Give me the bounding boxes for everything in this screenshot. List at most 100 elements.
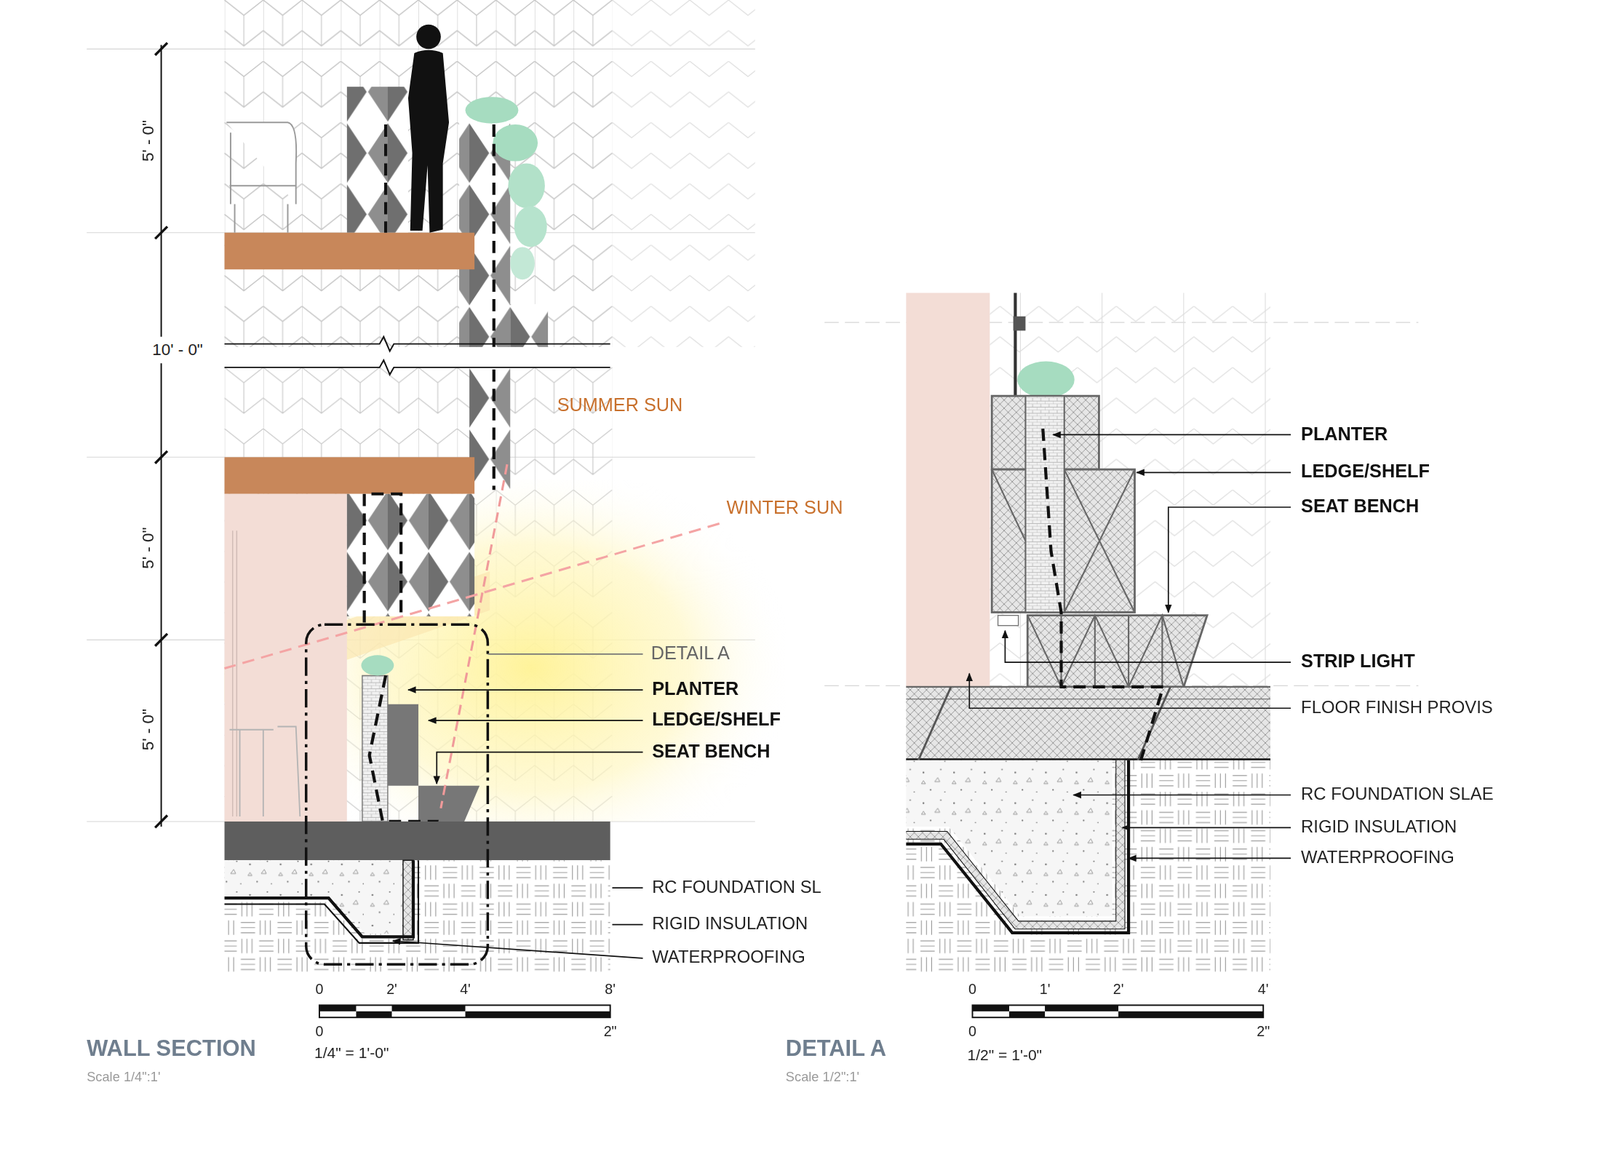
detail-illustration [1025,395,1064,612]
upper-level [514,205,548,247]
scale-number: 2" [1256,1023,1270,1040]
dimension-line [154,633,168,647]
detail-illustration [905,698,1271,700]
foundation [224,860,414,937]
dimension-line [154,42,168,56]
dimension-line [154,451,168,464]
leader-lines [1136,471,1291,473]
scale-number: 0 [968,982,977,999]
lower-level [418,785,480,822]
detail-illustration [1013,316,1026,332]
part-label: STRIP LIGHT [1300,651,1416,673]
detail-callout [306,624,489,965]
leader-lines [1004,630,1291,663]
leader-lines [611,924,643,926]
scale-number: 2" [603,1023,618,1040]
lower-level [360,654,394,676]
detail-callout [306,624,489,965]
detail-illustration [905,686,1271,761]
upper-level [224,456,476,494]
part-label: LEDGE/SHELF [651,710,781,731]
detail-illustration [905,760,1271,975]
detail-illustration [905,686,1271,688]
part-label: WATERPROOFING [651,948,806,968]
upper-level [408,50,449,233]
scale-bar [355,1011,392,1018]
lower-level [224,494,348,822]
scale-number: 2' [386,982,398,999]
scale-bar [972,1004,1264,1018]
foundation [403,860,414,940]
detail-illustration [905,760,1129,933]
sun-label: SUMMER SUN [557,395,684,417]
lower-level [364,494,401,623]
scale-bar [1118,1011,1264,1018]
lower-level [232,530,238,817]
scale-number: 1' [1039,982,1051,999]
scale-bar [1044,1004,1119,1011]
detail-illustration [1013,292,1017,398]
scale-bar [972,1004,1264,1018]
part-label: RC FOUNDATION SLAE [1300,785,1494,805]
lower-level [387,704,419,786]
upper-level [224,24,549,495]
detail-illustration [905,292,990,687]
leader-lines [1128,857,1291,860]
drawing-title: WALL SECTION [86,1036,257,1062]
dimension-line [154,42,168,828]
upper-level [224,232,476,270]
detail-illustration [1042,428,1163,761]
part-label: WATERPROOFING [1300,848,1455,868]
scale-number: 0 [315,1023,324,1040]
part-label: FLOOR FINISH PROVIS [1300,698,1494,718]
scale-number: 8' [604,982,616,999]
lower-level [362,675,388,822]
dimension-text: 5' - 0" [138,527,158,569]
scale-bar [1009,1011,1045,1018]
sun-glow [224,479,786,822]
dimension-line [160,45,163,337]
callout-label: DETAIL A [651,643,730,665]
leader-lines [392,940,644,959]
upper-level [492,124,538,161]
upper-level [385,124,495,490]
detail-illustration [998,615,1019,626]
scale-number: 4' [459,982,471,999]
dimension-line [154,226,168,239]
scale-number: 0 [968,1023,977,1040]
facade-grid [224,0,613,348]
part-label: PLANTER [1300,424,1388,446]
upper-level [416,24,441,50]
part-label: SEAT BENCH [1300,496,1419,518]
scale-bar [319,1004,611,1018]
lower-level [347,494,475,617]
scale-text: 1/2" = 1'-0" [966,1047,1042,1064]
part-label: SEAT BENCH [651,742,770,763]
scale-note: Scale 1/2":1' [785,1070,860,1085]
scale-bar [972,1004,1010,1011]
foundation [224,860,611,975]
scale-number: 0 [315,982,324,999]
part-label: LEDGE/SHELF [1300,462,1430,483]
leader-lines [969,673,1291,709]
scale-bar [465,1011,611,1018]
lower-level [229,726,301,817]
upper-level [469,367,511,490]
detail-illustration [905,760,1117,922]
scale-bar [319,1004,611,1018]
detail-illustration [989,292,1271,687]
leader-lines [436,752,643,784]
leader-lines [1122,827,1291,829]
foundation [224,821,611,861]
drawing-title: DETAIL A [785,1036,887,1062]
sun-glow [347,479,786,822]
upper-level [510,304,548,348]
detail-illustration [1027,615,1184,687]
dimension-text: 5' - 0" [138,708,158,751]
upper-level [347,86,409,233]
leader-lines [1073,794,1291,796]
upper-level [465,96,519,123]
detail-illustration [1017,360,1075,398]
